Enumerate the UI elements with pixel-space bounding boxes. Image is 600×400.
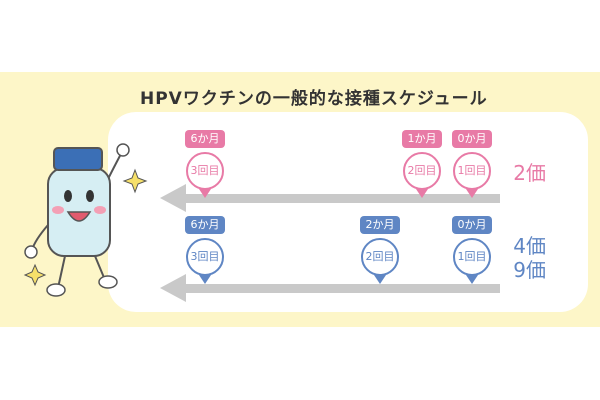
quad-dose-pin-icon [199, 275, 211, 284]
arrow-head-bivalent-icon [160, 184, 186, 212]
quad-month-label: 2か月 [360, 216, 400, 234]
bivalent-dose-marker: 2回目 [403, 152, 441, 190]
timeline-arrow-quad [178, 284, 500, 293]
arrow-head-quad-icon [160, 274, 186, 302]
quadrivalent-label: 4価 [513, 234, 546, 258]
quad-month-label: 0か月 [452, 216, 492, 234]
quad-dose-marker: 3回目 [186, 238, 224, 276]
bivalent-dose-marker: 3回目 [186, 152, 224, 190]
bivalent-label: 2価 [513, 161, 546, 185]
bivalent-dose-pin-icon [466, 189, 478, 198]
nonavalent-label: 9価 [513, 258, 546, 282]
bivalent-month-label: 6か月 [185, 130, 225, 148]
page-title: HPVワクチンの一般的な接種スケジュール [140, 89, 488, 109]
quad-dose-marker: 1回目 [453, 238, 491, 276]
bivalent-month-label: 0か月 [452, 130, 492, 148]
quad-dose-pin-icon [466, 275, 478, 284]
quad-month-label: 6か月 [185, 216, 225, 234]
quad-dose-marker: 2回目 [361, 238, 399, 276]
bivalent-dose-pin-icon [416, 189, 428, 198]
bivalent-dose-marker: 1回目 [453, 152, 491, 190]
timeline-arrow-bivalent [178, 194, 500, 203]
bivalent-dose-pin-icon [199, 189, 211, 198]
bivalent-month-label: 1か月 [402, 130, 442, 148]
vaccine-bottle-character-icon [23, 143, 148, 297]
quad-dose-pin-icon [374, 275, 386, 284]
